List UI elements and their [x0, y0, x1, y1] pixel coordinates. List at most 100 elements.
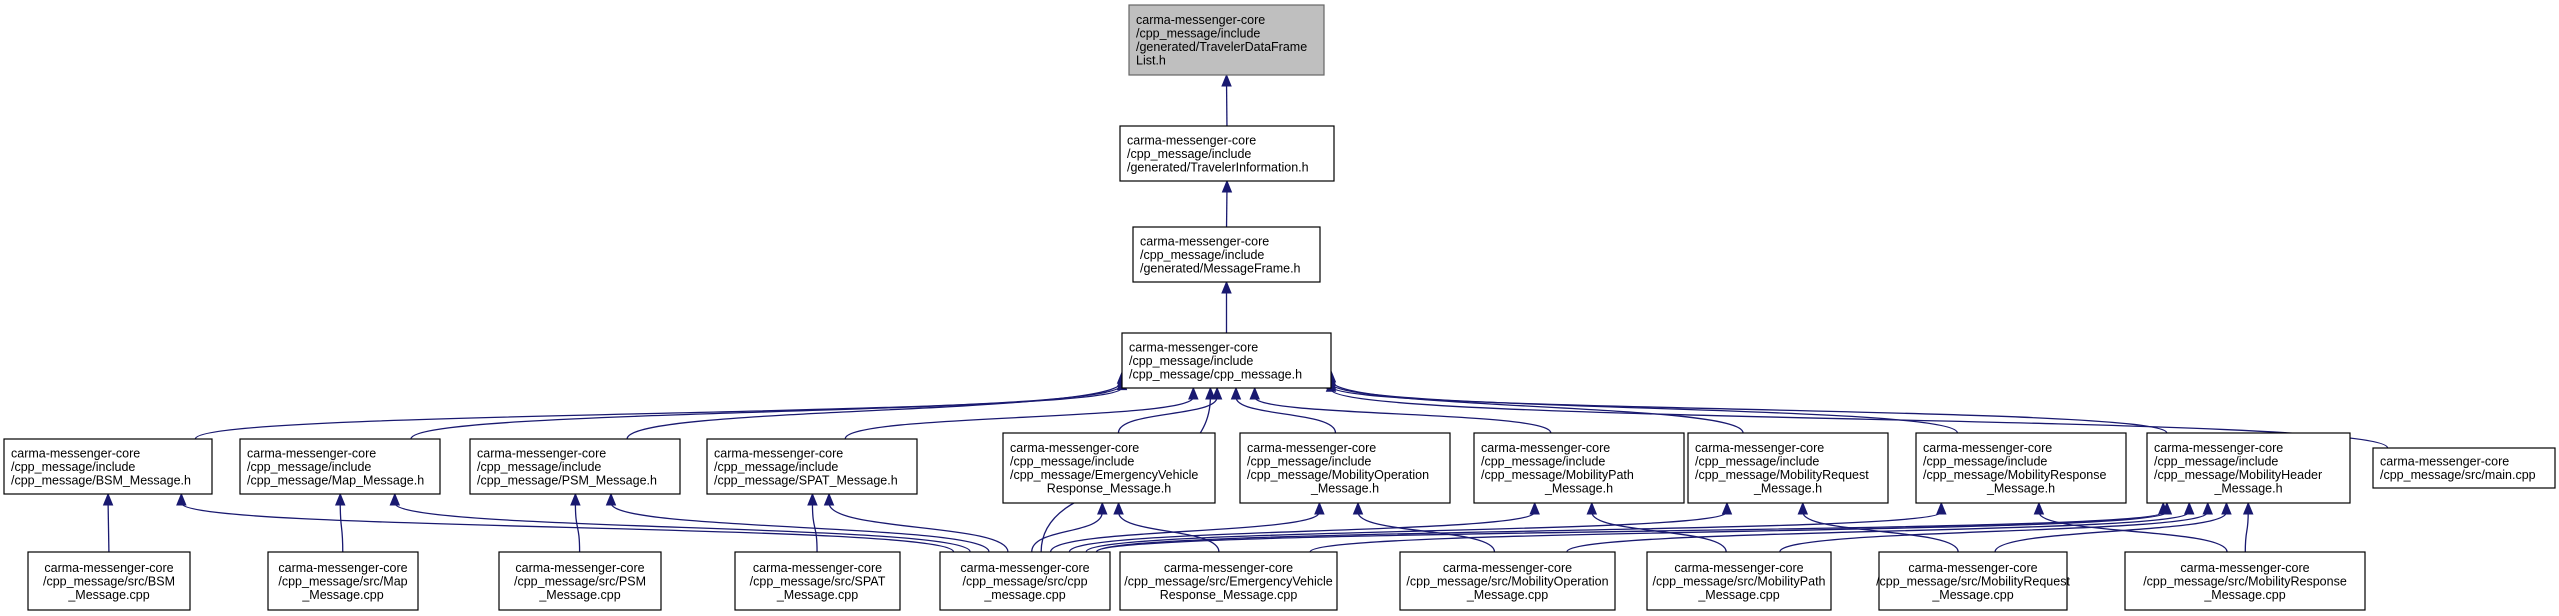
node-label-line: carma-messenger-core [11, 446, 140, 460]
node-label-line: /cpp_message/include [1247, 455, 1371, 469]
node-box [1119, 551, 1338, 611]
edge-line [180, 502, 955, 553]
edge-arrowhead [1586, 501, 1598, 515]
node-bsm-message-h[interactable]: carma-messenger-core/cpp_message/include… [3, 438, 213, 495]
node-label-line: _Message.h [1310, 482, 1379, 496]
node-label-line: /generated/TravelerInformation.h [1127, 160, 1309, 174]
node-label-line: /cpp_message/src/SPAT [750, 574, 886, 588]
edge-line [1330, 385, 2168, 434]
edge-map-message-h-to-cpp-message-h [410, 374, 1128, 440]
node-map-cpp[interactable]: carma-messenger-core/cpp_message/src/Map… [267, 551, 419, 611]
node-label-line: _Message.h [2213, 482, 2282, 496]
edge-mobilityheader-h-to-cpp-message-h [1325, 375, 2168, 434]
node-emergency-cpp[interactable]: carma-messenger-core/cpp_message/src/Eme… [1119, 551, 1338, 611]
node-box [1121, 332, 1332, 389]
node-psm-message-h[interactable]: carma-messenger-core/cpp_message/include… [469, 438, 681, 495]
node-box [27, 551, 191, 611]
node-mobilityresponse-cpp[interactable]: carma-messenger-core/cpp_message/src/Mob… [2124, 551, 2366, 611]
node-label-line: /cpp_message/include [1140, 248, 1264, 262]
edge-arrowhead [1529, 501, 1540, 515]
node-emergency-h[interactable]: carma-messenger-core/cpp_message/include… [1002, 432, 1216, 504]
node-label-line: /cpp_message/MobilityOperation [1247, 468, 1429, 482]
node-label-line: /cpp_message/include [1695, 455, 1819, 469]
edge-cpp-message-cpp-to-mobilityoperation-h [1049, 501, 1325, 553]
edge-arrowhead [2161, 501, 2173, 515]
edge-arrowhead [2183, 501, 2195, 515]
node-label-line: _Message.h [1753, 482, 1822, 496]
node-label-line: /cpp_message/Map_Message.h [247, 473, 424, 487]
node-spat-message-h[interactable]: carma-messenger-core/cpp_message/include… [706, 438, 918, 495]
edge-line [1068, 511, 1536, 553]
edge-arrowhead [2221, 501, 2232, 515]
edge-line [1095, 511, 2164, 553]
edge-arrowhead [1221, 179, 1233, 193]
node-psm-cpp[interactable]: carma-messenger-core/cpp_message/src/PSM… [498, 551, 662, 611]
node-messageframe[interactable]: carma-messenger-core/cpp_message/include… [1132, 226, 1321, 283]
edge-line [574, 502, 581, 553]
edge-arrowhead [1936, 501, 1947, 515]
node-travelerinformation[interactable]: carma-messenger-core/cpp_message/include… [1119, 125, 1335, 182]
edge-line [626, 380, 1123, 440]
node-mobilityoperation-cpp[interactable]: carma-messenger-core/cpp_message/src/Mob… [1399, 551, 1616, 611]
node-label-line: _Message.cpp [776, 588, 858, 602]
node-label-line: _Message.cpp [1466, 588, 1548, 602]
edge-mobilityresponse-cpp-to-mobilityresponse-h [2033, 501, 2228, 553]
node-label-line: carma-messenger-core [1140, 234, 1269, 248]
node-spat-cpp[interactable]: carma-messenger-core/cpp_message/src/SPA… [734, 551, 901, 611]
node-label-line: carma-messenger-core [477, 446, 606, 460]
edge-line [1117, 511, 1220, 553]
edge-arrowhead [1721, 501, 1733, 515]
node-label-line: /cpp_message/src/EmergencyVehicle [1124, 574, 1332, 588]
node-label-line: _Message.cpp [2203, 588, 2285, 602]
edge-arrowhead [605, 492, 617, 506]
edge-arrowhead [1249, 386, 1260, 400]
node-mobilityresponse-h[interactable]: carma-messenger-core/cpp_message/include… [1915, 432, 2127, 504]
node-cpp-message-h[interactable]: carma-messenger-core/cpp_message/include… [1121, 332, 1332, 389]
edge-line [1330, 382, 1959, 434]
edge-arrowhead [2202, 501, 2213, 515]
node-mobilityheader-h[interactable]: carma-messenger-core/cpp_message/include… [2146, 432, 2351, 504]
node-box [267, 551, 419, 611]
edge-mobilityoperation-h-to-cpp-message-h [1230, 386, 1337, 434]
node-bsm-cpp[interactable]: carma-messenger-core/cpp_message/src/BSM… [27, 551, 191, 611]
edge-arrowhead [1230, 386, 1242, 400]
node-mobilitypath-h[interactable]: carma-messenger-core/cpp_message/include… [1473, 432, 1685, 504]
edge-arrowhead [1188, 386, 1199, 400]
edge-line [1085, 511, 1728, 553]
node-mobilityoperation-h[interactable]: carma-messenger-core/cpp_message/include… [1239, 432, 1451, 504]
node-label-line: /generated/MessageFrame.h [1140, 261, 1301, 275]
edge-line [1309, 511, 2168, 553]
node-mobilityrequest-cpp[interactable]: carma-messenger-core/cpp_message/src/Mob… [1876, 551, 2070, 611]
edge-line [2244, 511, 2249, 553]
node-label-line: carma-messenger-core [1674, 561, 1803, 575]
edge-line [194, 387, 1123, 440]
edge-psm-message-h-to-cpp-message-h [626, 370, 1128, 440]
edge-cpp-message-cpp-to-spat-message-h [823, 492, 1009, 553]
node-label-line: /cpp_message/src/cpp [962, 574, 1087, 588]
node-map-message-h[interactable]: carma-messenger-core/cpp_message/include… [239, 438, 441, 495]
node-label-line: /cpp_message/include [2154, 455, 2278, 469]
node-box [1132, 226, 1321, 283]
node-label-line: carma-messenger-core [1923, 441, 2052, 455]
node-label-line: /cpp_message/include [1136, 27, 1260, 41]
node-box [2372, 447, 2556, 489]
node-label-line: _Message.cpp [1697, 588, 1779, 602]
node-mobilityrequest-h[interactable]: carma-messenger-core/cpp_message/include… [1687, 432, 1889, 504]
edge-emergency-cpp-to-mobilityheader-h [1309, 501, 2173, 553]
node-mobilitypath-cpp[interactable]: carma-messenger-core/cpp_message/src/Mob… [1646, 551, 1832, 611]
node-travelerdataframelist[interactable]: carma-messenger-core/cpp_message/include… [1128, 4, 1325, 76]
edge-line [828, 502, 1009, 553]
edge-mobilityoperation-cpp-to-mobilityheader-h [1566, 501, 2195, 553]
edge-mobilityresponse-cpp-to-mobilityheader-h [2242, 501, 2254, 553]
node-label-line: /cpp_message/src/MobilityOperation [1406, 574, 1608, 588]
node-cpp-message-cpp[interactable]: carma-messenger-core/cpp_message/src/cpp… [939, 551, 1111, 611]
node-label-line: /cpp_message/include [477, 460, 601, 474]
node-main-cpp[interactable]: carma-messenger-core/cpp_message/src/mai… [2372, 447, 2556, 489]
edge-line [1779, 511, 2209, 553]
edge-spat-message-h-to-cpp-message-h [844, 386, 1199, 440]
edge-arrowhead [389, 492, 401, 506]
node-label-line: carma-messenger-core [714, 446, 843, 460]
edge-arrowhead [570, 492, 581, 506]
edge-cpp-message-cpp-to-emergency-h [1031, 501, 1108, 553]
edge-cpp-message-cpp-to-mobilitypath-h [1068, 501, 1540, 553]
